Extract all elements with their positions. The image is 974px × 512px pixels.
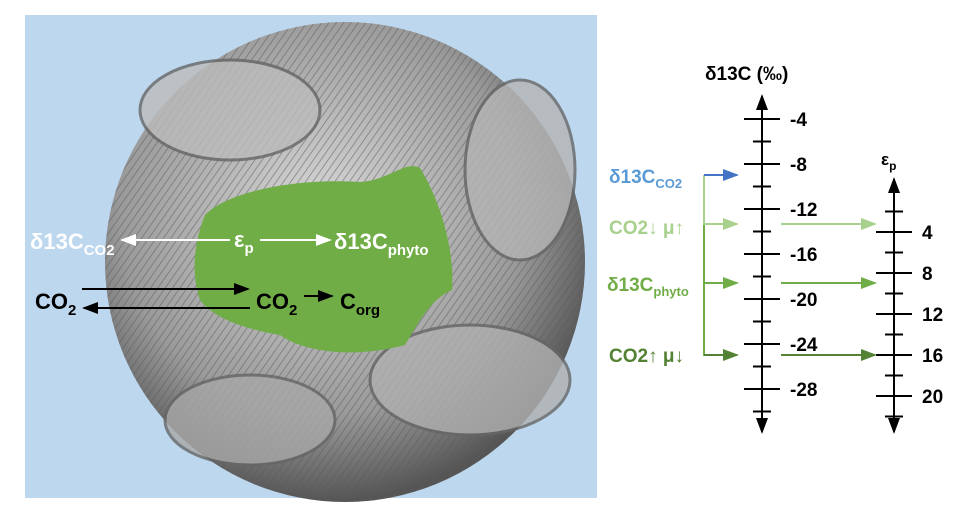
tick-label: -12 <box>790 200 817 221</box>
label-high-co2: CO2↑ μ↓ <box>609 346 684 367</box>
cell-interior <box>194 166 453 353</box>
label-delta-co2: δ13CCO2 <box>609 167 682 191</box>
coccolithophore-image <box>105 22 585 502</box>
tick-label: 8 <box>922 264 933 285</box>
tick-label: -16 <box>790 245 817 266</box>
tick-label: 12 <box>922 305 943 326</box>
tick-label: -8 <box>790 155 807 176</box>
co2-inside-label: CO2 <box>256 289 297 319</box>
tick-label: -20 <box>790 290 817 311</box>
corg-label: Corg <box>340 289 380 319</box>
isotope-fractionation-labels: δ13CCO2 εp δ13Cphyto CO2 CO2 Corg <box>30 227 429 319</box>
epsilon-axis: 4 8 12 16 20 <box>876 177 943 434</box>
label-low-co2: CO2↓ μ↑ <box>609 218 684 239</box>
tick-label: -4 <box>790 110 807 131</box>
tick-label: 4 <box>922 223 933 244</box>
tick-label: -28 <box>790 380 817 401</box>
tick-label: 20 <box>922 387 943 408</box>
co2-outside-label: CO2 <box>35 289 76 319</box>
delta-phyto-label: δ13Cphyto <box>334 229 429 259</box>
delta-co2-label: δ13CCO2 <box>30 229 115 259</box>
epsilon-p-label: εp <box>234 227 254 257</box>
scenario-labels: δ13CCO2 CO2↓ μ↑ δ13Cphyto CO2↑ μ↓ <box>607 167 877 367</box>
delta13c-axis-title: δ13C (‰) <box>705 64 788 85</box>
label-delta-phyto: δ13Cphyto <box>607 275 689 299</box>
epsilon-axis-title: εp <box>881 150 896 173</box>
delta13c-axis: -4 -8 -12 -16 -20 -24 -28 <box>744 94 818 434</box>
tick-label: 16 <box>922 346 943 367</box>
tick-label: -24 <box>790 335 818 356</box>
